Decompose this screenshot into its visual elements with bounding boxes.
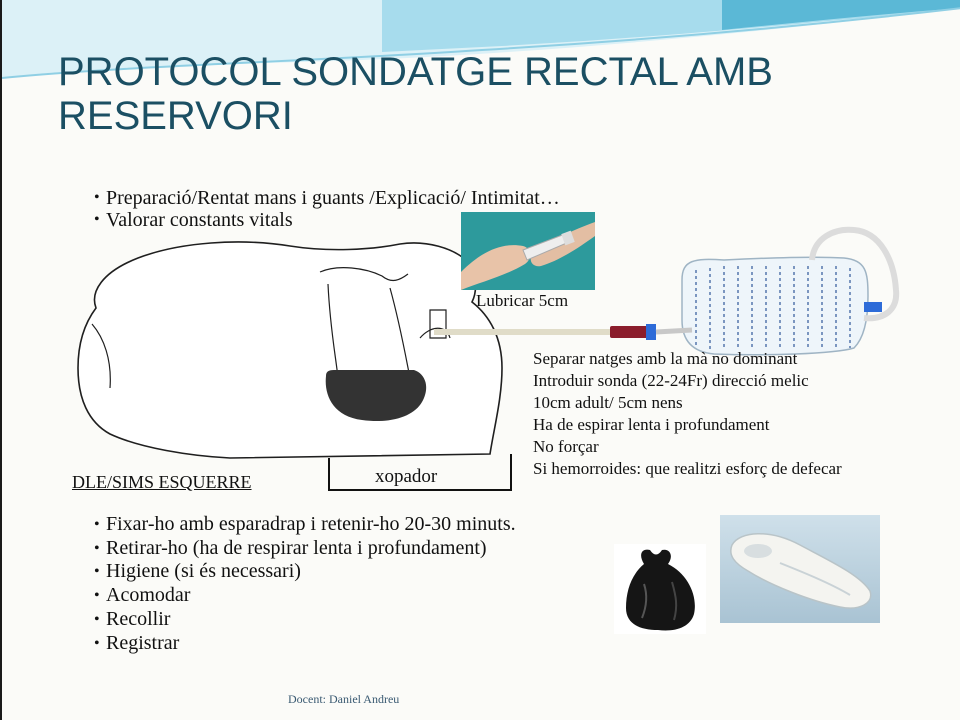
hands-lubricating-icon — [461, 212, 595, 290]
instruction-item: No forçar — [533, 437, 599, 456]
bedpan-icon — [720, 515, 880, 623]
bullet-item: Higiene (si és necessari) — [94, 560, 516, 584]
footer-credit: Docent: Daniel Andreu — [288, 692, 400, 706]
bullet-item: Fixar-ho amb esparadrap i retenir-ho 20-… — [94, 513, 516, 537]
instruction-item: Introduir sonda (22-24Fr) direcció melic — [533, 371, 809, 390]
bullet-item: Retirar-ho (ha de respirar lenta i profu… — [94, 537, 516, 561]
bullet-item: Preparació/Rentat mans i guants /Explica… — [94, 187, 560, 209]
lubricate-photo — [461, 212, 595, 290]
pad-label: xopador — [375, 466, 438, 487]
waste-bag-photo — [614, 544, 706, 634]
bottom-bullet-list: Fixar-ho amb esparadrap i retenir-ho 20-… — [94, 513, 516, 655]
top-bullet-list: Preparació/Rentat mans i guants /Explica… — [94, 187, 560, 231]
instruction-item: 10cm adult/ 5cm nens — [533, 393, 683, 412]
slide-title: PROTOCOL SONDATGE RECTAL AMB RESERVORI — [58, 50, 773, 138]
bedpan-photo — [720, 515, 880, 623]
instruction-item: Separar natges amb la mà no dominant — [533, 349, 798, 368]
rectal-tube-bag-illustration — [434, 226, 900, 356]
instruction-item: Ha de espirar lenta i profundament — [533, 415, 770, 434]
trash-bag-icon — [626, 549, 695, 631]
pad-bracket — [328, 454, 512, 491]
lubricate-caption: Lubricar 5cm — [476, 291, 569, 310]
bullet-item: Recollir — [94, 608, 516, 632]
bullet-item: Registrar — [94, 632, 516, 656]
bullet-item: Acomodar — [94, 584, 516, 608]
position-caption: DLE/SIMS ESQUERRE — [72, 472, 252, 492]
instruction-list: Separar natges amb la mà no dominant Int… — [533, 348, 842, 480]
patient-position-illustration — [77, 241, 503, 459]
instruction-item: Si hemorroides: que realitzi esforç de d… — [533, 459, 842, 478]
bullet-item: Valorar constants vitals — [94, 209, 560, 231]
header-swoosh — [2, 0, 960, 79]
